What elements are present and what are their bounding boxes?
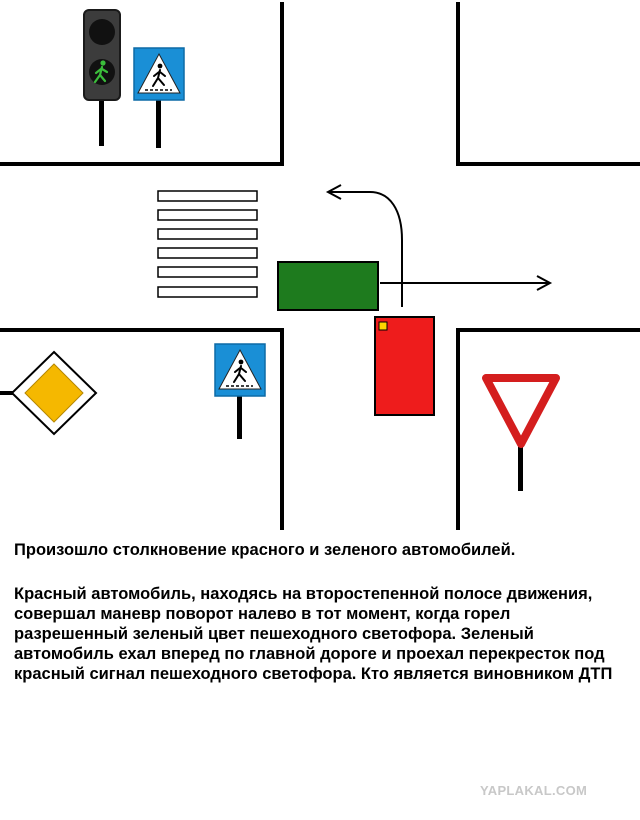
crosswalk-stripe [157,286,258,298]
crosswalk-stripe [157,209,258,221]
straight-arrow-icon [380,275,553,291]
crosswalk-stripe [157,228,258,240]
pedestrian-crossing-sign-icon [133,47,185,148]
road-edge-bottom-right [456,328,640,530]
road-edge-bottom-left [0,328,284,530]
walking-person-icon [93,60,109,84]
red-car [374,316,435,416]
road-edge-top-right [456,2,640,166]
pedestrian-traffic-light-icon [83,9,121,146]
crosswalk-stripe [157,247,258,259]
road-edges [0,2,640,530]
yield-sign-icon [482,374,560,491]
priority-road-sign-icon [0,350,98,436]
crosswalk [157,190,258,298]
green-light-on [89,59,115,85]
caption-body: Красный автомобиль, находясь на второсте… [14,585,613,683]
road-edge-top-left [0,2,284,166]
crosswalk-stripe [157,190,258,202]
red-car-marker [378,321,388,331]
crosswalk-stripe [157,266,258,278]
red-light-off [89,19,115,45]
green-car [277,261,379,311]
left-turn-arrow-icon [325,184,403,307]
pedestrian-crossing-sign-icon [214,343,266,439]
watermark: YAPLAKAL.COM [480,783,588,798]
intersection-diagram [0,2,640,530]
caption-headline: Произошло столкновение красного и зелено… [14,541,516,559]
